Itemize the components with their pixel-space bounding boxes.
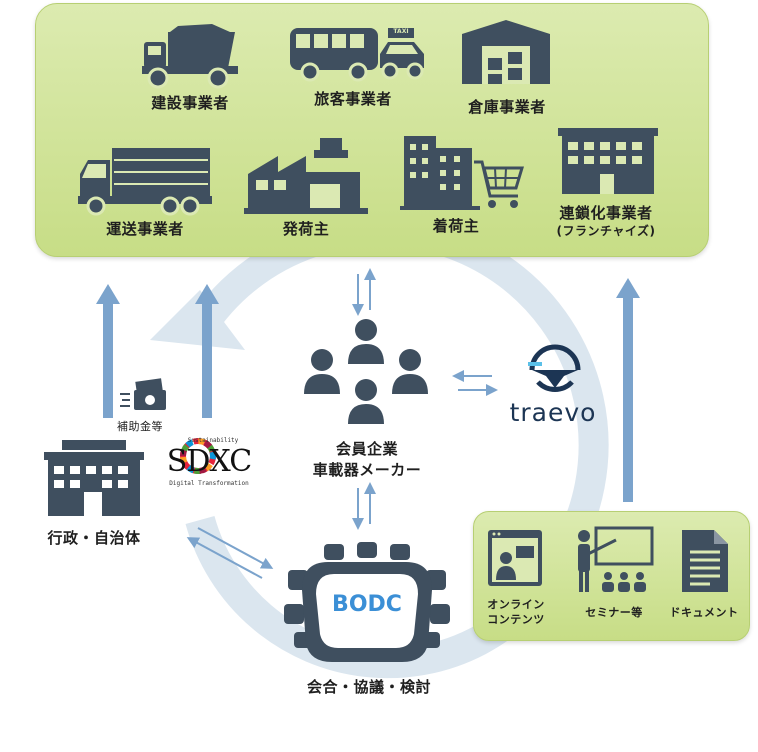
label-document: ドキュメント: [669, 606, 739, 619]
truck-icon: [78, 148, 212, 216]
document-icon: [682, 530, 728, 592]
sdxc-logo-text: SDXC: [166, 444, 252, 479]
people-group-icon: [304, 319, 428, 424]
label-seminar: セミナー等: [585, 606, 643, 619]
label-shipper: 発荷主: [282, 220, 330, 238]
label-members-line2: 車載器メーカー: [312, 461, 422, 479]
sdxc-ring-icon: [180, 438, 216, 474]
label-meeting: 会合・協議・検討: [306, 678, 432, 696]
office-building-icon: [558, 128, 658, 194]
label-transport: 運送事業者: [106, 220, 184, 238]
bus-taxi-icon: [290, 28, 424, 82]
label-subsidy: 補助金等: [117, 420, 163, 433]
label-members-line1: 会員企業: [335, 440, 399, 458]
dump-truck-icon: [142, 24, 238, 89]
sdxc-bottom-text: Digital Transformation: [169, 480, 249, 487]
traevo-logo-icon: [528, 344, 581, 392]
label-chain-sub: (フランチャイズ): [556, 224, 656, 238]
label-warehouse: 倉庫事業者: [468, 98, 546, 116]
label-consignee: 着荷主: [432, 217, 480, 235]
taxi-sign: TAXI: [393, 28, 409, 35]
building-cart-icon: [400, 136, 524, 210]
label-government: 行政・自治体: [47, 529, 141, 547]
sdxc-top-text: Sustainability: [187, 437, 239, 444]
online-content-icon: [488, 530, 542, 586]
meeting-table-icon: [284, 542, 450, 662]
label-chain: 連鎖化事業者: [559, 204, 653, 222]
factory-icon: [244, 138, 368, 214]
label-online-line2: コンテンツ: [487, 613, 545, 626]
government-building-icon: [44, 440, 144, 516]
label-online-line1: オンライン: [487, 598, 545, 611]
money-icon: [120, 378, 166, 410]
bodc-label: BODC: [332, 592, 402, 617]
label-passenger: 旅客事業者: [314, 90, 392, 108]
label-construction: 建設事業者: [151, 94, 229, 112]
traevo-logo-text: traevo: [509, 398, 597, 427]
seminar-icon: [578, 526, 654, 592]
warehouse-icon: [462, 20, 550, 84]
